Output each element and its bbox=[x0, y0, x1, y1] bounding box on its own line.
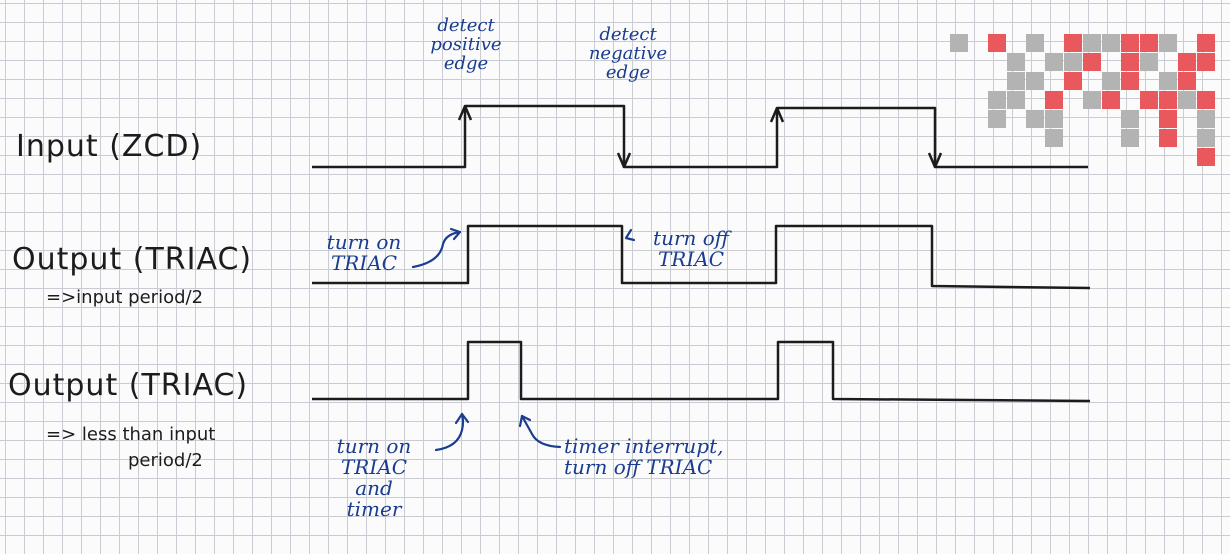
output-triac-short-pulse-waveform bbox=[312, 340, 1091, 403]
pixel-cell bbox=[1159, 34, 1177, 52]
pixel-cell bbox=[1007, 53, 1025, 71]
annotation-line: detect bbox=[599, 24, 657, 45]
turn-off-triac-arrowhead bbox=[624, 228, 636, 242]
annotation-line: TRIAC bbox=[657, 247, 725, 271]
turn-on-triac-timer-arrow bbox=[434, 412, 465, 452]
pixel-cell bbox=[1178, 91, 1196, 109]
turn-on-triac-arrow bbox=[411, 230, 462, 269]
row-label-output-triac-short: Output (TRIAC) bbox=[8, 368, 249, 403]
timer-interrupt-arrow bbox=[520, 414, 562, 449]
pixel-cell bbox=[988, 110, 1006, 128]
pixel-cell bbox=[988, 34, 1006, 52]
pixel-cell bbox=[1140, 34, 1158, 52]
timer-interrupt-arrowhead bbox=[518, 414, 532, 428]
pixel-cell bbox=[1102, 72, 1120, 90]
pixel-cell bbox=[1197, 148, 1215, 166]
pixel-cell bbox=[1197, 34, 1215, 52]
pixel-cell bbox=[1083, 91, 1101, 109]
pixel-cell bbox=[1159, 129, 1177, 147]
pixel-cell bbox=[1026, 110, 1044, 128]
output-triac-half-period-waveform bbox=[312, 224, 1091, 290]
annotation-line: detect bbox=[437, 15, 495, 36]
pixel-cell bbox=[1197, 91, 1215, 109]
turn-on-triac-timer-arrowhead bbox=[454, 412, 470, 425]
pixel-cell bbox=[1121, 110, 1139, 128]
annotation-line: turn on bbox=[336, 434, 412, 458]
annotation-turn-off-triac: turn off TRIAC bbox=[636, 228, 746, 270]
pixel-cell bbox=[1083, 34, 1101, 52]
annotation-line: timer interrupt, bbox=[564, 434, 724, 458]
annotation-line: timer bbox=[346, 497, 402, 521]
pixel-cell bbox=[1045, 91, 1063, 109]
pixel-cell bbox=[1064, 53, 1082, 71]
pixel-cell bbox=[1159, 72, 1177, 90]
annotation-detect-negative-edge: detect negative edge bbox=[580, 24, 676, 83]
annotation-line: edge bbox=[605, 61, 651, 83]
pixel-cell bbox=[1140, 91, 1158, 109]
pixel-cell bbox=[1178, 72, 1196, 90]
pixel-cell bbox=[1102, 34, 1120, 52]
pixel-cell bbox=[1102, 91, 1120, 109]
annotation-timer-interrupt: timer interrupt, turn off TRIAC bbox=[564, 436, 784, 478]
pixel-cell bbox=[1026, 72, 1044, 90]
row-note-period-half: period/2 bbox=[128, 450, 203, 471]
row-note-less-than-input: => less than input bbox=[46, 424, 216, 445]
pixel-cell bbox=[988, 91, 1006, 109]
pixel-cell bbox=[1121, 34, 1139, 52]
row-label-input-zcd: Input (ZCD) bbox=[16, 129, 203, 164]
pixel-cell bbox=[1159, 110, 1177, 128]
pixel-cell bbox=[1064, 34, 1082, 52]
pixel-cell bbox=[1178, 53, 1196, 71]
input-zcd-waveform bbox=[312, 104, 1088, 169]
pixel-cell bbox=[1045, 129, 1063, 147]
pixel-pattern-decoration bbox=[950, 34, 1215, 166]
pixel-cell bbox=[1197, 110, 1215, 128]
falling-edge-arrow-2 bbox=[927, 152, 943, 168]
pixel-cell bbox=[1045, 110, 1063, 128]
turn-on-triac-arrowhead bbox=[449, 227, 462, 241]
rising-edge-arrow-1 bbox=[457, 105, 473, 121]
pixel-cell bbox=[1026, 34, 1044, 52]
annotation-line: and bbox=[355, 476, 393, 500]
annotation-line: edge bbox=[443, 52, 489, 74]
falling-edge-arrow-1 bbox=[616, 152, 632, 168]
pixel-cell bbox=[1064, 72, 1082, 90]
row-note-input-period-half: =>input period/2 bbox=[46, 287, 204, 308]
pixel-cell bbox=[1083, 53, 1101, 71]
pixel-cell bbox=[1121, 53, 1139, 71]
pixel-cell bbox=[1007, 91, 1025, 109]
pixel-cell bbox=[1140, 53, 1158, 71]
annotation-detect-positive-edge: detect positive edge bbox=[420, 15, 512, 74]
pixel-cell bbox=[1121, 72, 1139, 90]
pixel-cell bbox=[1045, 53, 1063, 71]
annotation-line: turn off TRIAC bbox=[564, 455, 713, 479]
pixel-cell bbox=[1197, 53, 1215, 71]
annotation-line: TRIAC bbox=[330, 251, 398, 275]
annotation-line: turn off bbox=[653, 226, 729, 250]
rising-edge-arrow-2 bbox=[769, 107, 785, 123]
annotation-line: negative bbox=[588, 42, 668, 64]
row-label-output-triac-half: Output (TRIAC) bbox=[12, 242, 253, 277]
annotation-turn-on-triac-and-timer: turn on TRIAC and timer bbox=[322, 436, 426, 520]
pixel-cell bbox=[1159, 91, 1177, 109]
annotation-turn-on-triac: turn on TRIAC bbox=[318, 232, 410, 274]
annotation-line: turn on bbox=[326, 230, 402, 254]
pixel-cell bbox=[1007, 72, 1025, 90]
pixel-cell bbox=[1197, 129, 1215, 147]
pixel-cell bbox=[1121, 129, 1139, 147]
pixel-cell bbox=[950, 34, 968, 52]
annotation-line: positive bbox=[430, 33, 502, 55]
annotation-line: TRIAC bbox=[340, 455, 408, 479]
